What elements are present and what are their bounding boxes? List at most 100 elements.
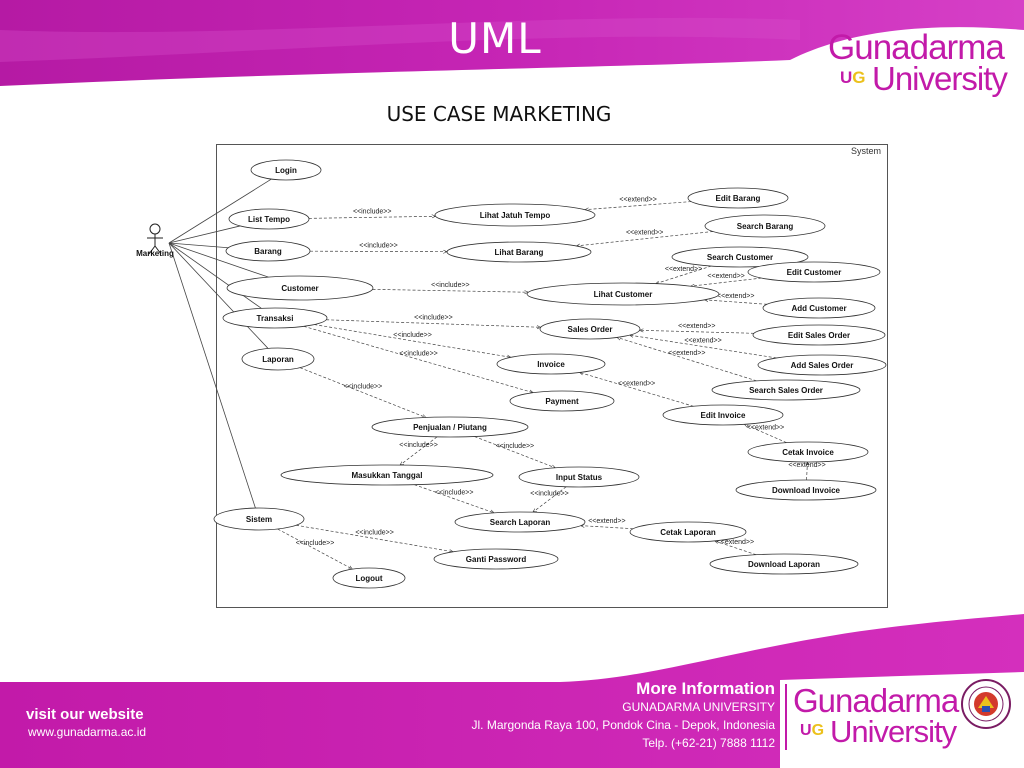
- relation-stereotype-label: <<extend>>: [588, 518, 625, 525]
- use-case-label: Edit Sales Order: [788, 331, 850, 340]
- use-case-transaksi[interactable]: Transaksi: [222, 307, 328, 329]
- relation-stereotype-label: <<include>>: [353, 208, 392, 215]
- relation-include-customer-lihat-customer: [372, 288, 529, 292]
- relation-include-barang-lihat-barang: [309, 251, 447, 252]
- use-case-ellipse: [526, 282, 720, 306]
- use-case-invoice[interactable]: Invoice: [496, 353, 606, 375]
- use-case-lihat-barang[interactable]: Lihat Barang: [446, 241, 592, 263]
- relation-stereotype-label: <<include>>: [530, 490, 569, 497]
- use-case-add-customer[interactable]: Add Customer: [762, 297, 876, 319]
- use-case-label: Edit Invoice: [701, 411, 746, 420]
- use-case-label: Search Barang: [737, 222, 794, 231]
- use-case-search-customer[interactable]: Search Customer: [671, 246, 809, 268]
- use-case-ellipse: [757, 354, 887, 376]
- relation-stereotype-label: <<include>>: [435, 490, 474, 497]
- use-case-lihat-customer[interactable]: Lihat Customer: [526, 282, 720, 306]
- use-case-ellipse: [213, 507, 305, 531]
- relation-stereotype-label: <<include>>: [344, 384, 383, 391]
- use-case-add-sales-order[interactable]: Add Sales Order: [757, 354, 887, 376]
- relation-stereotype-label: <<include>>: [399, 351, 438, 358]
- relation-extend-edit-barang-lihat-jatuh-tempo: [585, 201, 692, 210]
- footer-logo-subword: University: [830, 714, 957, 749]
- association-line-customer: [168, 242, 269, 278]
- use-case-edit-sales-order[interactable]: Edit Sales Order: [752, 324, 886, 346]
- footer-ug-letter-u: U: [800, 722, 812, 739]
- use-case-ellipse: [752, 324, 886, 346]
- use-case-ellipse: [225, 240, 311, 262]
- use-case-penjualan-piutang[interactable]: Penjualan / Piutang: [371, 416, 529, 438]
- use-case-edit-barang[interactable]: Edit Barang: [687, 187, 789, 209]
- use-case-ellipse: [539, 318, 641, 340]
- relation-stereotype-label: <<extend>>: [626, 230, 663, 237]
- relation-stereotype-label: <<include>>: [414, 315, 453, 322]
- more-information-title: More Information: [636, 679, 775, 698]
- use-case-list-tempo[interactable]: List Tempo: [228, 208, 310, 230]
- use-case-label: Penjualan / Piutang: [413, 423, 487, 432]
- use-case-ellipse: [332, 567, 406, 589]
- use-case-label: Lihat Jatuh Tempo: [480, 211, 551, 220]
- use-case-payment[interactable]: Payment: [509, 390, 615, 412]
- use-case-barang[interactable]: Barang: [225, 240, 311, 262]
- use-case-lihat-jatuh-tempo[interactable]: Lihat Jatuh Tempo: [434, 203, 596, 227]
- relation-stereotype-label: <<include>>: [399, 442, 438, 449]
- university-logo-subword: University: [872, 60, 1008, 97]
- use-case-ganti-password[interactable]: Ganti Password: [433, 548, 559, 570]
- use-case-search-sales-order[interactable]: Search Sales Order: [711, 379, 861, 401]
- association-line-laporan: [168, 242, 269, 349]
- use-case-label: Edit Customer: [787, 268, 842, 277]
- use-case-ellipse: [228, 208, 310, 230]
- footer-logo-wordmark: Gunadarma: [793, 682, 959, 719]
- use-case-input-status[interactable]: Input Status: [518, 466, 640, 488]
- relation-include-masukkan-tanggal-search-laporan: [414, 484, 494, 513]
- use-case-download-laporan[interactable]: Download Laporan: [709, 553, 859, 575]
- association-line-transaksi: [168, 242, 262, 309]
- use-case-masukkan-tanggal[interactable]: Masukkan Tanggal: [280, 464, 494, 486]
- use-case-label: Download Laporan: [748, 560, 820, 569]
- use-case-logout[interactable]: Logout: [332, 567, 406, 589]
- use-case-download-invoice[interactable]: Download Invoice: [735, 479, 877, 501]
- use-case-edit-invoice[interactable]: Edit Invoice: [662, 404, 784, 426]
- use-case-laporan[interactable]: Laporan: [241, 347, 315, 371]
- university-logo-wordmark: Gunadarma: [828, 28, 1005, 67]
- use-case-search-laporan[interactable]: Search Laporan: [454, 511, 586, 533]
- relation-extend-add-customer-lihat-customer: [704, 300, 768, 305]
- use-case-label: Cetak Laporan: [660, 528, 716, 537]
- relation-stereotype-label: <<extend>>: [707, 273, 744, 280]
- relation-stereotype-label: <<include>>: [393, 332, 432, 339]
- use-case-cetak-invoice[interactable]: Cetak Invoice: [747, 441, 869, 463]
- use-case-sistem[interactable]: Sistem: [213, 507, 305, 531]
- university-address: Jl. Margonda Raya 100, Pondok Cina - Dep…: [471, 718, 775, 732]
- use-case-sales-order[interactable]: Sales Order: [539, 318, 641, 340]
- use-case-ellipse: [446, 241, 592, 263]
- use-case-label: Search Laporan: [490, 518, 551, 527]
- use-case-ellipse: [687, 187, 789, 209]
- use-case-ellipse: [709, 553, 859, 575]
- use-case-label: Add Customer: [791, 304, 846, 313]
- use-case-ellipse: [241, 347, 315, 371]
- use-case-customer[interactable]: Customer: [226, 275, 374, 301]
- relation-stereotype-label: <<extend>>: [747, 425, 784, 432]
- association-line-login: [168, 178, 272, 244]
- relation-extend-search-sales-order-sales-order: [617, 337, 757, 382]
- use-case-edit-customer[interactable]: Edit Customer: [747, 261, 881, 283]
- relation-extend-download-invoice-cetak-invoice: [807, 462, 808, 481]
- footer-divider: [785, 684, 787, 750]
- relation-stereotype-label: <<include>>: [355, 530, 394, 537]
- use-case-label: Invoice: [537, 360, 565, 369]
- university-seal-icon: [961, 679, 1011, 729]
- use-case-ellipse: [496, 353, 606, 375]
- use-case-label: Edit Barang: [716, 194, 761, 203]
- use-case-ellipse: [735, 479, 877, 501]
- website-url-link[interactable]: www.gunadarma.ac.id: [28, 725, 147, 739]
- use-case-ellipse: [454, 511, 586, 533]
- use-case-login[interactable]: Login: [250, 159, 322, 181]
- use-case-cetak-laporan[interactable]: Cetak Laporan: [629, 521, 747, 543]
- use-case-ellipse: [671, 246, 809, 268]
- use-case-search-barang[interactable]: Search Barang: [704, 214, 826, 238]
- relation-extend-cetak-laporan-search-laporan: [581, 526, 634, 530]
- association-line-sistem: [168, 242, 256, 509]
- use-case-ellipse: [371, 416, 529, 438]
- system-boundary-label: System: [851, 146, 881, 156]
- use-case-ellipse: [222, 307, 328, 329]
- use-case-label: List Tempo: [248, 215, 290, 224]
